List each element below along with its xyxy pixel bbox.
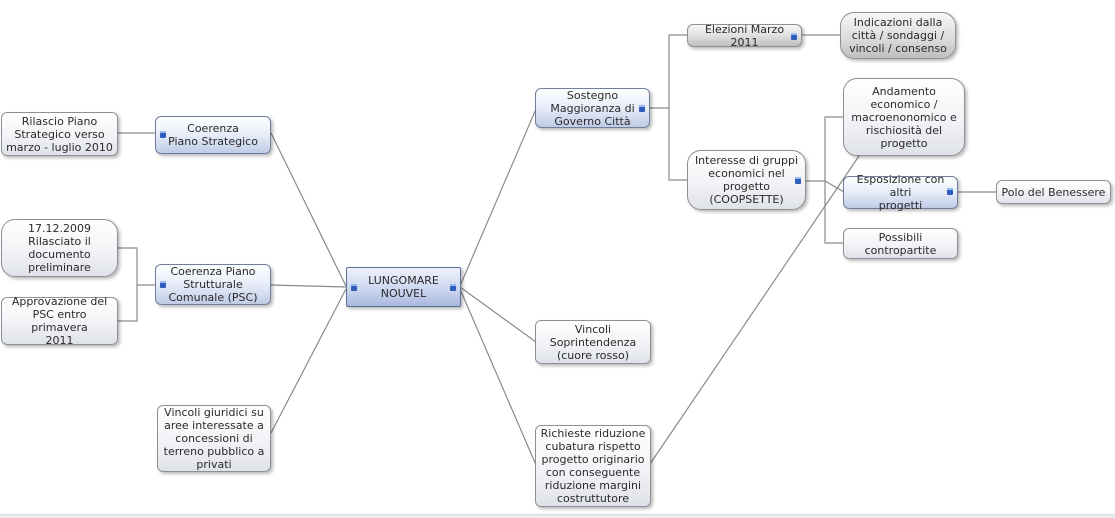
topic-label: Coerenza Piano Strutturale Comunale (PSC… — [168, 265, 258, 304]
topic-label: 17.12.2009 Rilasciato il documento preli… — [28, 222, 91, 274]
topic-richieste-riduzione[interactable]: Richieste riduzione cubatura rispetto pr… — [535, 425, 651, 507]
connector-central-soprintendenza — [459, 286, 537, 343]
topic-possibili-contropartite[interactable]: Possibili contropartite — [843, 228, 958, 259]
topic-andamento[interactable]: Andamento economico / macroenonomico e r… — [843, 78, 965, 156]
note-icon[interactable] — [639, 105, 645, 112]
topic-label: Vincoli giuridici su aree interessate a … — [163, 406, 265, 471]
topic-label: Esposizione con altri progetti — [856, 173, 945, 212]
topic-esposizione[interactable]: Esposizione con altri progetti — [843, 173, 958, 212]
connector-central-richieste — [459, 288, 537, 466]
central-topic-label: LUNGOMARE NOUVEL — [368, 274, 439, 300]
topic-label: Possibili contropartite — [864, 230, 937, 257]
connector-central-sostegno — [459, 108, 537, 287]
topic-polo-benessere[interactable]: Polo del Benessere — [996, 180, 1111, 204]
topic-sostegno-maggioranza[interactable]: Sostegno Maggioranza di Governo Città — [535, 88, 650, 128]
topic-label: Coerenza Piano Strategico — [168, 122, 258, 148]
topic-indicazioni[interactable]: Indicazioni dalla città / sondaggi / vin… — [840, 12, 956, 59]
topic-documento-preliminare[interactable]: 17.12.2009 Rilasciato il documento preli… — [1, 219, 118, 277]
topic-label: Richieste riduzione cubatura rispetto pr… — [540, 427, 646, 505]
connector-central-coerenza-strategico — [270, 132, 347, 287]
note-icon[interactable] — [947, 188, 953, 195]
note-icon[interactable] — [791, 33, 797, 40]
topic-label: Sostegno Maggioranza di Governo Città — [550, 88, 635, 128]
central-topic[interactable]: LUNGOMARE NOUVEL — [346, 267, 461, 307]
topic-label: Approvazione del PSC entro primavera 201… — [11, 295, 108, 347]
note-icon[interactable] — [351, 284, 357, 291]
topic-vincoli-soprintendenza[interactable]: Vincoli Soprintendenza (cuore rosso) — [535, 320, 651, 364]
connector-interesse-bracket — [806, 116, 844, 182]
connector-psc-bracket-low — [118, 285, 138, 322]
note-icon[interactable] — [160, 281, 166, 288]
connector-sostegno-bracket-low — [668, 108, 688, 181]
connector-interesse-esposizione — [824, 180, 845, 193]
topic-label: Vincoli Soprintendenza (cuore rosso) — [549, 322, 637, 362]
topic-label: Interesse di gruppi economici nel proget… — [694, 154, 799, 206]
topic-coerenza-psc[interactable]: Coerenza Piano Strutturale Comunale (PSC… — [155, 264, 271, 305]
connector-central-vincoli-giuridici — [270, 288, 347, 434]
topic-label: Elezioni Marzo 2011 — [704, 22, 785, 49]
note-icon[interactable] — [795, 177, 801, 184]
bottom-scrollbar-track[interactable] — [0, 514, 1115, 518]
topic-vincoli-giuridici[interactable]: Vincoli giuridici su aree interessate a … — [157, 405, 271, 472]
connector-sostegno-bracket — [650, 34, 688, 109]
topic-coerenza-piano-strategico[interactable]: Coerenza Piano Strategico — [155, 116, 271, 154]
connector-interesse-bracket-low — [824, 181, 844, 244]
note-icon[interactable] — [450, 284, 456, 291]
topic-label: Rilascio Piano Strategico verso marzo - … — [6, 114, 113, 154]
topic-label: Andamento economico / macroenonomico e r… — [851, 84, 957, 150]
topic-interesse-gruppi[interactable]: Interesse di gruppi economici nel proget… — [687, 150, 806, 210]
topic-approvazione-psc[interactable]: Approvazione del PSC entro primavera 201… — [1, 295, 118, 347]
connector-central-coerenza-psc — [270, 284, 347, 288]
topic-label: Indicazioni dalla città / sondaggi / vin… — [849, 16, 947, 55]
note-icon[interactable] — [160, 131, 166, 138]
topic-label: Polo del Benessere — [1001, 185, 1106, 199]
connector-richieste-andamento — [649, 152, 862, 465]
topic-rilascio-piano[interactable]: Rilascio Piano Strategico verso marzo - … — [1, 112, 118, 156]
topic-elezioni[interactable]: Elezioni Marzo 2011 — [687, 22, 802, 49]
connector-psc-bracket — [118, 247, 156, 286]
